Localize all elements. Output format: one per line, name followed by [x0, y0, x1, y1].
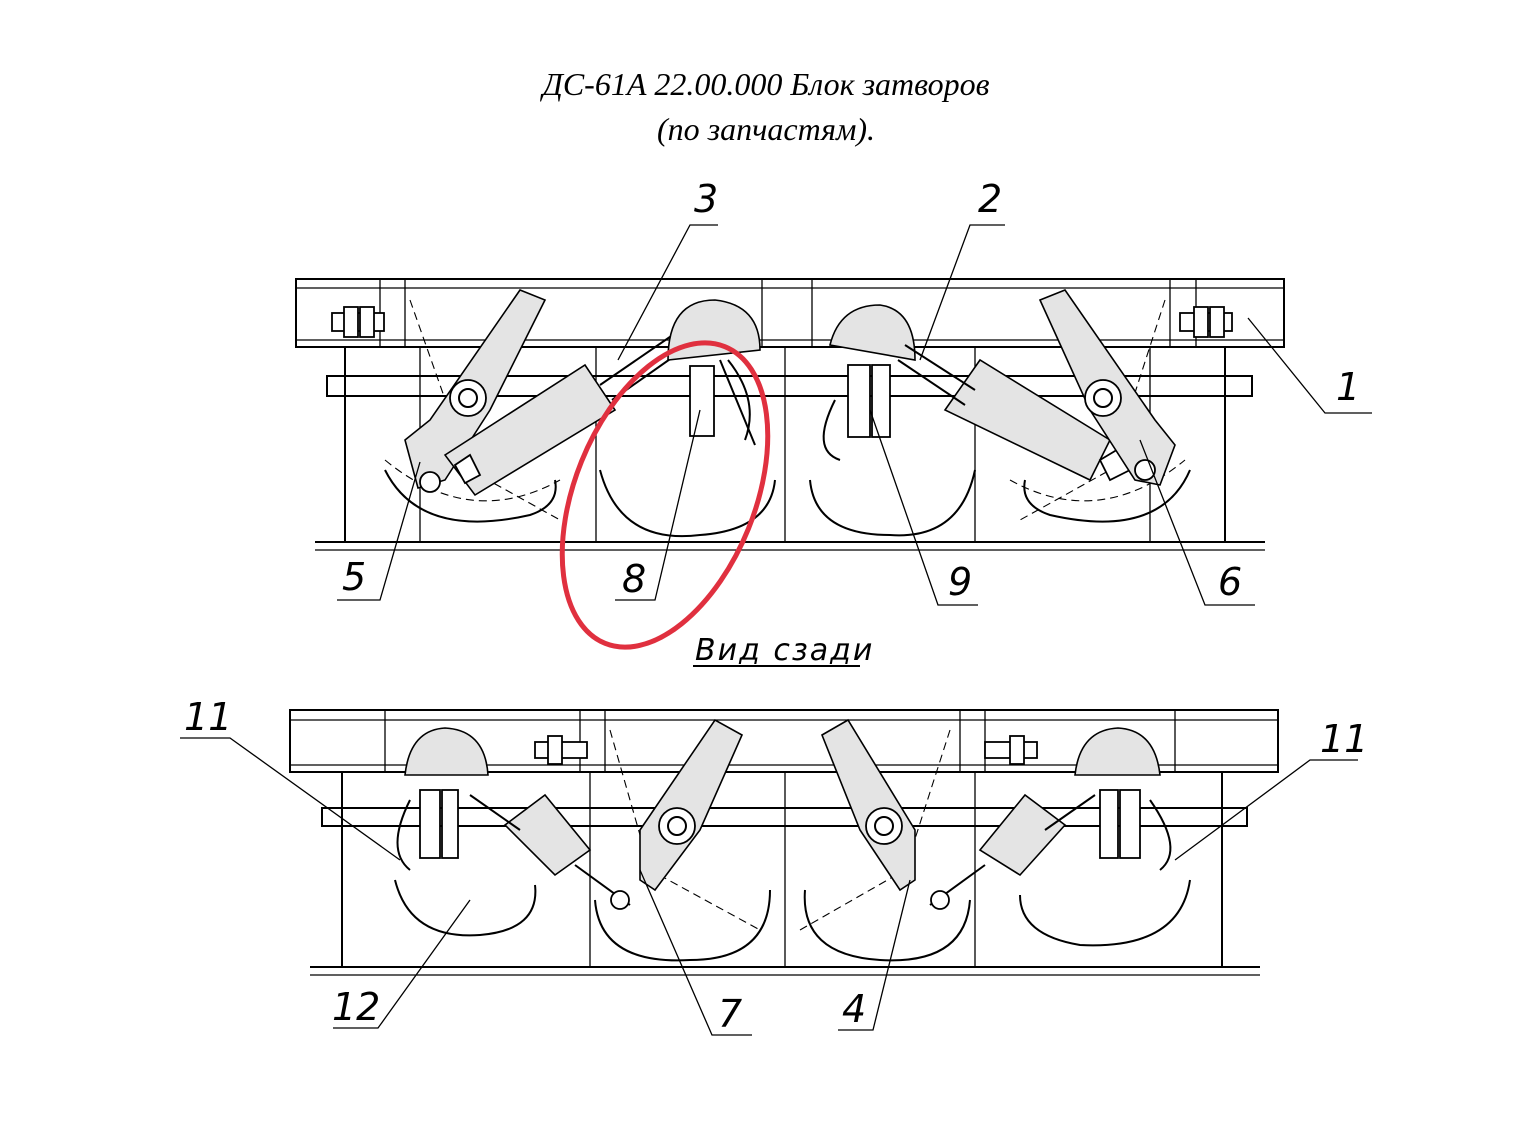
highlight-ellipse	[559, 340, 771, 650]
rear-lever-left	[639, 718, 744, 892]
rear-bucket-3	[803, 889, 971, 962]
top-frame-beam	[295, 278, 1285, 348]
callout-11-right: 11	[1320, 717, 1368, 761]
callout-8: 8	[622, 557, 646, 601]
rear-lever-right	[820, 718, 916, 892]
bolt-right	[1179, 306, 1233, 338]
rear-leaders	[180, 737, 1358, 1036]
callout-4: 4	[842, 987, 866, 1031]
rear-cylinder-left	[469, 793, 631, 910]
rear-shaft	[321, 807, 1248, 827]
gate-bucket-2	[599, 469, 776, 538]
rear-cylinder-right	[929, 793, 1096, 910]
gate-bucket-3	[809, 469, 976, 537]
drawing-title: ДС-61А 22.00.000 Блок затворов	[542, 66, 990, 102]
rear-view-assembly	[289, 709, 1279, 976]
rear-housing	[341, 771, 1223, 968]
callout-5: 5	[342, 555, 366, 599]
callout-3: 3	[694, 177, 718, 221]
callout-12: 12	[332, 985, 380, 1029]
cylinder-right	[897, 344, 1132, 482]
callout-9: 9	[948, 560, 972, 604]
shaft	[326, 375, 1253, 397]
callout-1: 1	[1336, 365, 1360, 409]
callout-7: 7	[718, 992, 742, 1036]
rear-dome-right	[1074, 727, 1172, 871]
rear-bucket-4	[1019, 879, 1191, 947]
rear-bolt-left	[534, 735, 588, 765]
rear-bucket-1	[394, 879, 537, 937]
bolt-left	[331, 306, 385, 338]
gate-bucket-1	[384, 469, 557, 523]
rear-bolt-right	[984, 735, 1038, 765]
callout-11-left: 11	[184, 695, 232, 739]
view-caption: Вид сзади	[695, 633, 874, 668]
front-view-assembly	[295, 278, 1285, 551]
lever-left	[404, 289, 547, 493]
lever-right	[1038, 289, 1176, 486]
drawing-subtitle: (по запчастям).	[656, 111, 876, 147]
gate-bucket-4	[1023, 469, 1191, 523]
rear-dome-left	[396, 727, 489, 871]
rear-bucket-2	[594, 889, 771, 962]
callout-2: 2	[978, 177, 1002, 221]
callout-6: 6	[1218, 560, 1242, 604]
dome-center-right	[822, 304, 916, 461]
top-leaders	[337, 224, 1372, 606]
dome-center-left	[667, 299, 761, 446]
